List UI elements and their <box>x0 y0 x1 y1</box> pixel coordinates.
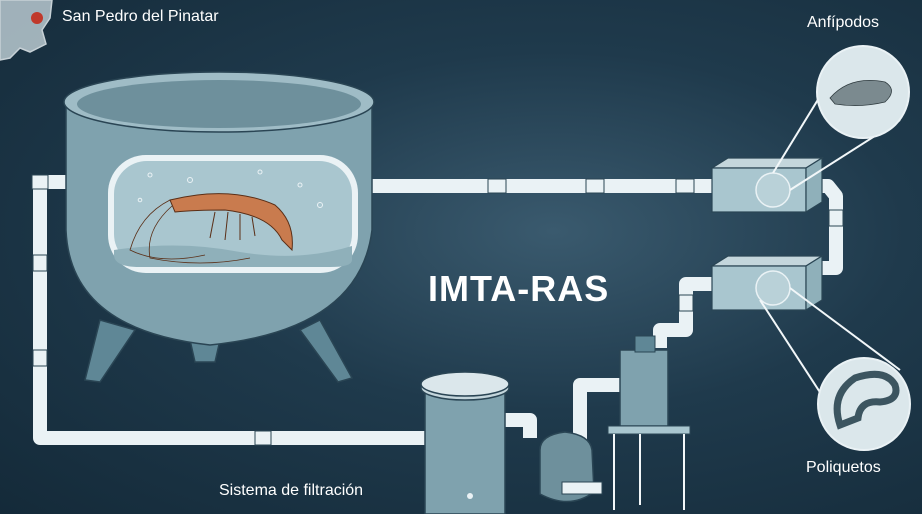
polychaetes-label: Poliquetos <box>806 459 881 476</box>
system-title: IMTA-RAS <box>428 268 610 309</box>
shrimp-illustration <box>129 193 293 264</box>
location-marker <box>31 12 43 24</box>
coastline-map <box>0 0 53 61</box>
amphipods-label: Anfípodos <box>807 14 880 31</box>
amphipod-tank <box>709 45 910 214</box>
location-label: San Pedro del Pinatar <box>62 8 219 25</box>
filtration-label: Sistema de filtración <box>219 482 364 499</box>
polychaete-tank <box>709 254 911 451</box>
main-tank <box>63 71 375 383</box>
filtration-system <box>420 335 691 514</box>
